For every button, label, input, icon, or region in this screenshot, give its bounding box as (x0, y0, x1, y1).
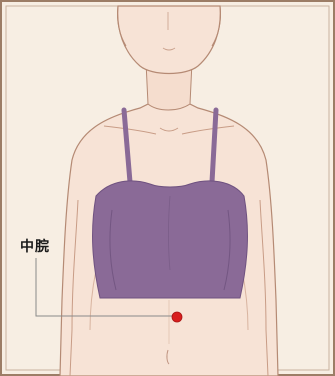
acupoint-label: 中脘 (20, 238, 50, 256)
acupoint-marker (172, 312, 182, 322)
